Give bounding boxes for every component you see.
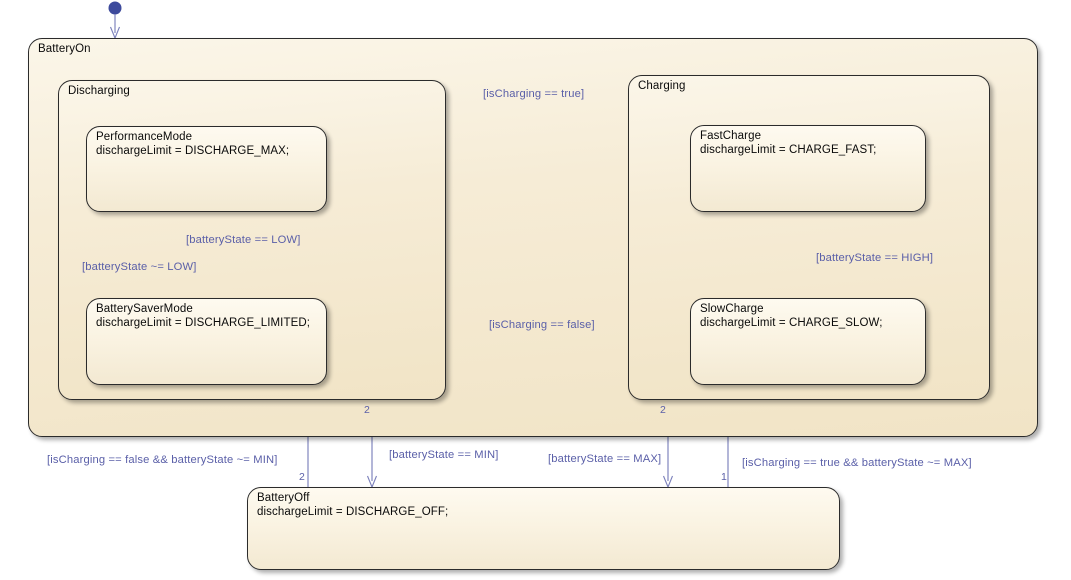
transition-label-charging-to-off[interactable]: [batteryState == MAX] <box>548 453 662 465</box>
state-battery-off-label: BatteryOff <box>257 492 310 504</box>
state-slow-charge[interactable]: SlowCharge dischargeLimit = CHARGE_SLOW; <box>690 298 926 385</box>
state-battery-off[interactable]: BatteryOff dischargeLimit = DISCHARGE_OF… <box>247 487 840 570</box>
transition-label-to-charging[interactable]: [isCharging == true] <box>483 88 585 100</box>
state-battery-saver-mode-label: BatterySaverMode <box>96 303 193 315</box>
state-discharging-label: Discharging <box>68 85 130 97</box>
transition-order-off-to-discharging: 2 <box>299 471 305 483</box>
transition-label-discharging-to-off[interactable]: [batteryState == MIN] <box>389 449 499 461</box>
transition-order-charging-to-off: 2 <box>660 404 666 416</box>
transition-label-off-to-charging[interactable]: [isCharging == true && batteryState ~= M… <box>742 457 972 469</box>
state-fast-charge[interactable]: FastCharge dischargeLimit = CHARGE_FAST; <box>690 125 926 212</box>
state-performance-mode-label: PerformanceMode <box>96 131 193 143</box>
transition-order-off-to-charging: 1 <box>721 471 727 483</box>
state-battery-on-label: BatteryOn <box>38 43 91 55</box>
state-slow-charge-action: dischargeLimit = CHARGE_SLOW; <box>700 317 883 329</box>
default-transition-battery-on <box>108 1 122 40</box>
transition-label-performance-to-saver[interactable]: [batteryState == LOW] <box>186 234 301 246</box>
state-fast-charge-action: dischargeLimit = CHARGE_FAST; <box>700 144 877 156</box>
transition-label-off-to-discharging[interactable]: [isCharging == false && batteryState ~= … <box>47 454 278 466</box>
state-performance-mode[interactable]: PerformanceMode dischargeLimit = DISCHAR… <box>86 126 327 212</box>
transition-order-discharging-to-off: 2 <box>364 404 370 416</box>
state-battery-off-action: dischargeLimit = DISCHARGE_OFF; <box>257 506 449 518</box>
state-battery-saver-mode-action: dischargeLimit = DISCHARGE_LIMITED; <box>96 317 311 329</box>
state-slow-charge-label: SlowCharge <box>700 303 764 315</box>
transition-label-fast-to-slow[interactable]: [batteryState == HIGH] <box>816 252 934 264</box>
state-fast-charge-label: FastCharge <box>700 130 762 142</box>
state-battery-saver-mode[interactable]: BatterySaverMode dischargeLimit = DISCHA… <box>86 298 327 385</box>
transition-label-saver-to-performance[interactable]: [batteryState ~= LOW] <box>82 261 197 273</box>
state-performance-mode-action: dischargeLimit = DISCHARGE_MAX; <box>96 145 290 157</box>
state-charging-label: Charging <box>638 80 686 92</box>
transition-label-to-discharging[interactable]: [isCharging == false] <box>489 319 595 331</box>
